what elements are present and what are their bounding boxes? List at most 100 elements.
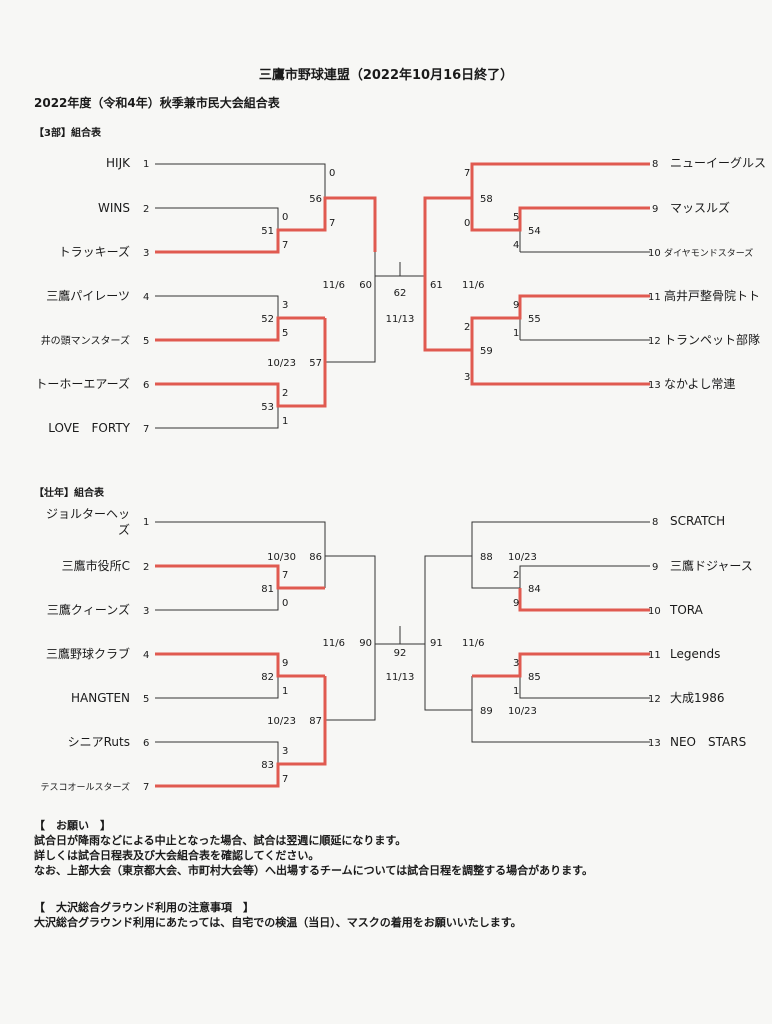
team-name: ダイヤモンドスターズ: [664, 247, 753, 259]
game-date: 11/6: [323, 280, 345, 291]
score: 1: [513, 686, 519, 697]
game-date: 11/13: [386, 672, 415, 683]
game-number: 56: [309, 194, 322, 205]
team-name: 高井戸整骨院トト: [664, 288, 760, 303]
game-date: 10/23: [267, 358, 296, 369]
team-name: 三鷹野球クラブ: [46, 646, 130, 661]
seed-number: 6: [143, 380, 149, 391]
notice-heading: 【 お願い 】: [34, 819, 111, 832]
seed-number: 3: [143, 248, 149, 259]
game-number: 52: [261, 314, 274, 325]
team-name: 三鷹クィーンズ: [47, 602, 130, 617]
score: 1: [282, 416, 288, 427]
team-name: トーホーエアーズ: [35, 376, 130, 391]
game-number: 54: [528, 226, 541, 237]
game-date: 11/6: [323, 638, 345, 649]
score: 5: [513, 212, 519, 223]
game-date: 10/30: [267, 552, 296, 563]
seed-number: 8: [652, 159, 658, 170]
score: 3: [464, 372, 470, 383]
team-name-cont: ズ: [118, 522, 130, 537]
score: 0: [282, 212, 288, 223]
seed-number: 8: [652, 517, 658, 528]
game-number: 91: [430, 638, 443, 649]
seed-number: 7: [143, 782, 149, 793]
masters-section-label: 【壮年】組合表: [34, 488, 104, 499]
game-number: 51: [261, 226, 274, 237]
team-name: 井の頭マンスターズ: [41, 334, 130, 347]
game-number: 84: [528, 584, 541, 595]
game-date: 11/13: [386, 314, 415, 325]
game-number: 53: [261, 402, 274, 413]
score: 2: [464, 322, 470, 333]
seed-number: 4: [143, 650, 149, 661]
team-name: WINS: [98, 201, 130, 215]
seed-number: 13: [648, 738, 661, 749]
notice-block: 【 お願い 】 試合日が降雨などによる中止となった場合、試合は翌週に順延になりま…: [34, 818, 593, 878]
score: 2: [513, 570, 519, 581]
team-name: 三鷹パイレーツ: [46, 288, 130, 303]
score: 7: [464, 168, 470, 179]
score: 5: [282, 328, 288, 339]
ground-notice-heading: 【 大沢総合グラウンド利用の注意事項 】: [34, 901, 254, 914]
team-name: LOVE FORTY: [48, 421, 130, 435]
game-date: 10/23: [508, 552, 537, 563]
team-name: Legends: [670, 647, 720, 661]
game-number: 62: [394, 288, 407, 299]
game-number: 85: [528, 672, 541, 683]
team-name: トランペット部隊: [664, 332, 760, 347]
notice-line: なお、上部大会（東京都大会、市町村大会等）へ出場するチームについては試合日程を調…: [34, 864, 594, 877]
score: 9: [282, 658, 288, 669]
seed-number: 5: [143, 694, 149, 705]
game-number: 61: [430, 280, 443, 291]
game-number: 55: [528, 314, 541, 325]
seed-number: 10: [648, 606, 661, 617]
notice-line: 詳しくは試合日程表及び大会組合表を確認してください。: [34, 849, 320, 862]
ground-notice-line: 大沢総合グラウンド利用にあたっては、自宅での検温（当日）、マスクの着用をお願いい…: [34, 916, 522, 929]
team-name: マッスルズ: [670, 200, 730, 215]
score: 1: [282, 686, 288, 697]
team-name: 大成1986: [670, 691, 725, 705]
seed-number: 2: [143, 204, 149, 215]
team-name: シニアRuts: [68, 735, 130, 749]
score: 9: [513, 598, 519, 609]
score: 7: [282, 240, 288, 251]
seed-number: 9: [652, 204, 658, 215]
score: 4: [513, 240, 519, 251]
seed-number: 13: [648, 380, 661, 391]
team-name: HANGTEN: [71, 691, 130, 705]
game-date: 11/6: [462, 638, 484, 649]
div3-bracket: HIJK WINS トラッキーズ 三鷹パイレーツ 井の頭マンスターズ トーホーエ…: [35, 156, 766, 435]
seed-number: 12: [648, 694, 661, 705]
score: 2: [282, 388, 288, 399]
seed-number: 4: [143, 292, 149, 303]
game-date: 10/23: [267, 716, 296, 727]
game-number: 82: [261, 672, 274, 683]
team-name: TORA: [669, 603, 704, 617]
score: 3: [513, 658, 519, 669]
game-date: 11/6: [462, 280, 484, 291]
seed-number: 1: [143, 517, 149, 528]
game-number: 88: [480, 552, 493, 563]
score: 9: [513, 300, 519, 311]
team-name: なかよし常連: [664, 377, 735, 391]
game-number: 89: [480, 706, 493, 717]
game-number: 57: [309, 358, 322, 369]
seed-number: 10: [648, 248, 661, 259]
notice-line: 試合日が降雨などによる中止となった場合、試合は翌週に順延になります。: [34, 834, 407, 847]
game-number: 86: [309, 552, 322, 563]
seed-number: 3: [143, 606, 149, 617]
score: 7: [282, 570, 288, 581]
seed-number: 7: [143, 424, 149, 435]
score: 0: [464, 218, 470, 229]
game-number: 60: [359, 280, 372, 291]
score: 1: [513, 328, 519, 339]
game-number: 83: [261, 760, 274, 771]
score: 7: [329, 218, 335, 229]
team-name: 三鷹市役所C: [62, 558, 130, 573]
seed-number: 11: [648, 650, 661, 661]
score: 0: [329, 168, 335, 179]
team-name: 三鷹ドジャース: [670, 558, 753, 573]
masters-bracket: ジョルターヘッ ズ 三鷹市役所C 三鷹クィーンズ 三鷹野球クラブ HANGTEN…: [40, 507, 753, 793]
game-number: 58: [480, 194, 493, 205]
